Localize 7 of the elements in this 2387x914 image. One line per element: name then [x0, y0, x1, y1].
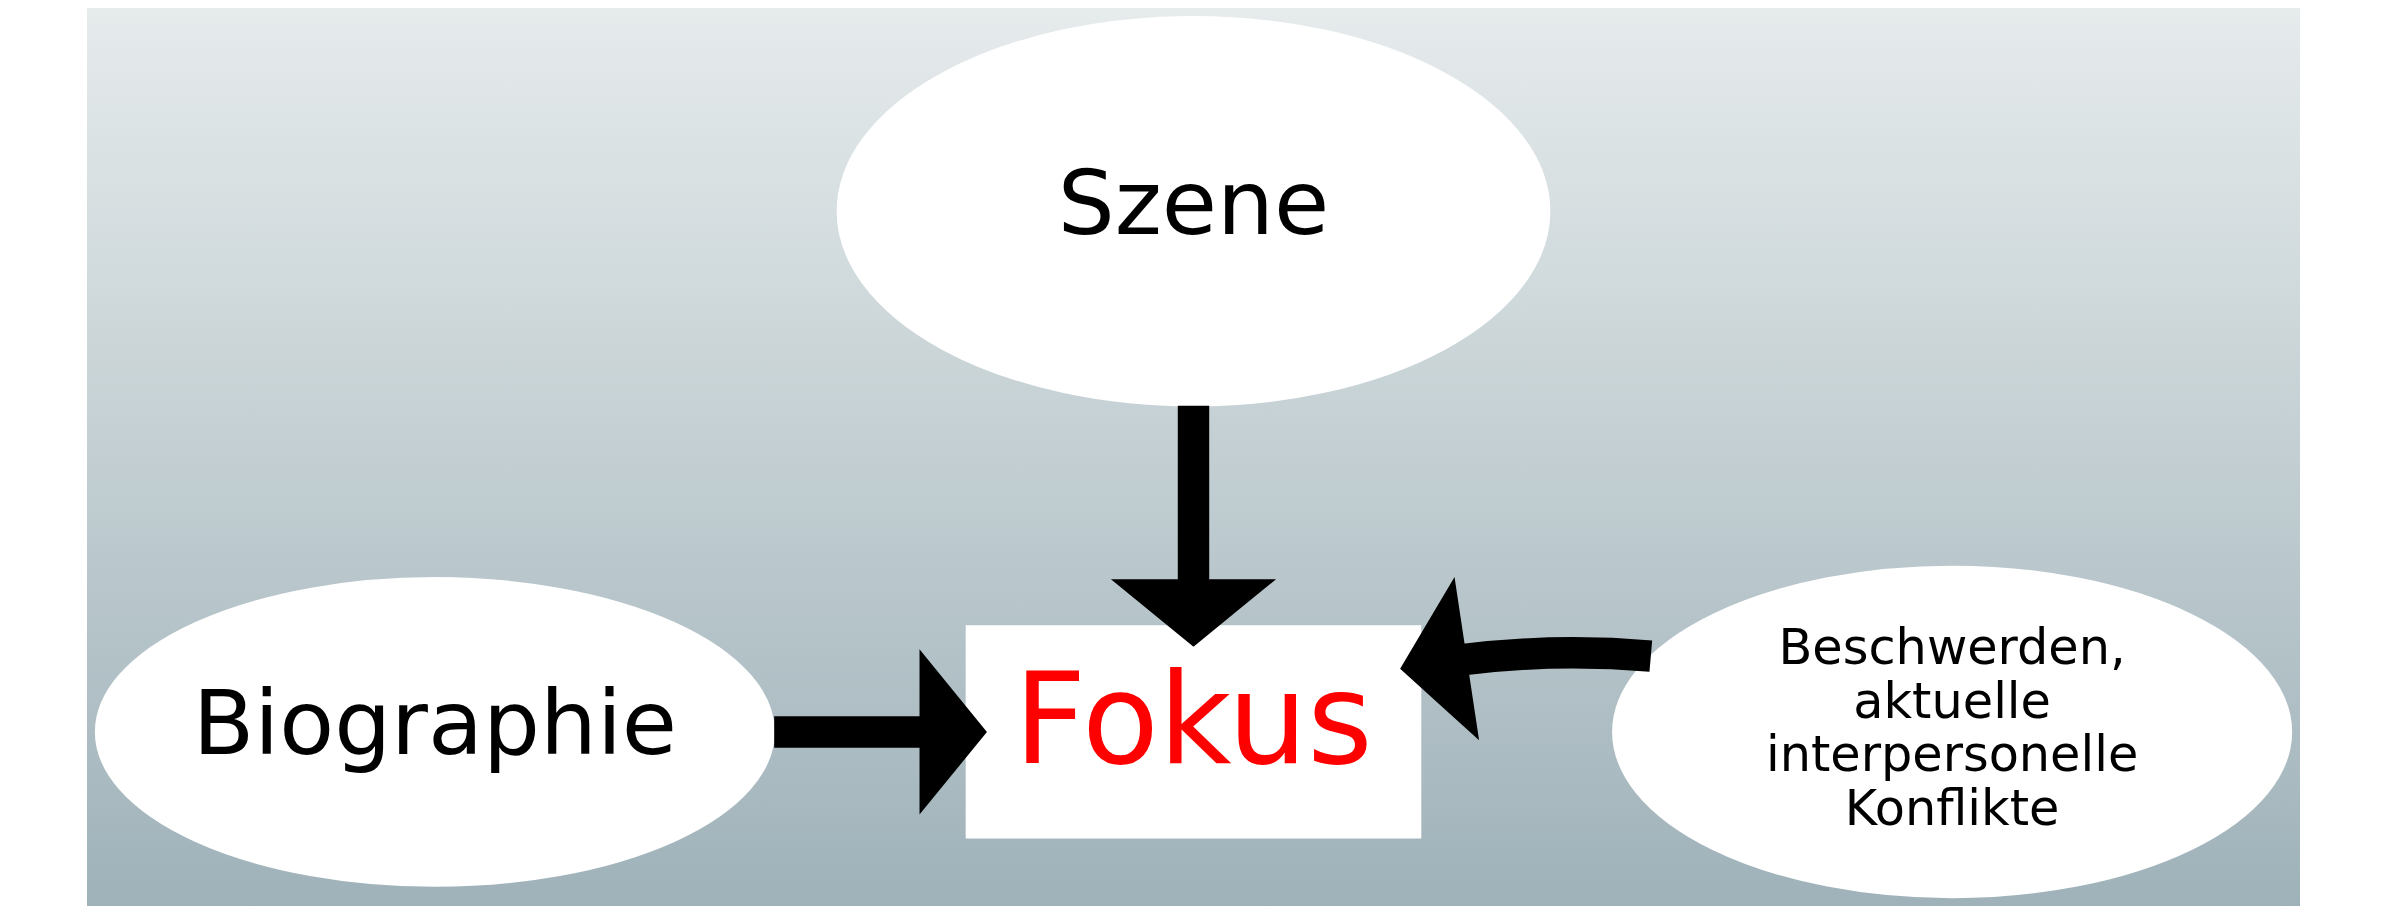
node-ellipse: Szene	[836, 15, 1551, 407]
arrow	[1110, 405, 1277, 647]
node-box: Fokus	[965, 625, 1422, 839]
node-ellipse: Biographie	[94, 577, 775, 887]
arrow	[1400, 576, 1653, 741]
node-ellipse: Beschwerden, aktuelle interpersonelle Konflikte	[1612, 565, 2293, 899]
arrow	[774, 649, 987, 815]
